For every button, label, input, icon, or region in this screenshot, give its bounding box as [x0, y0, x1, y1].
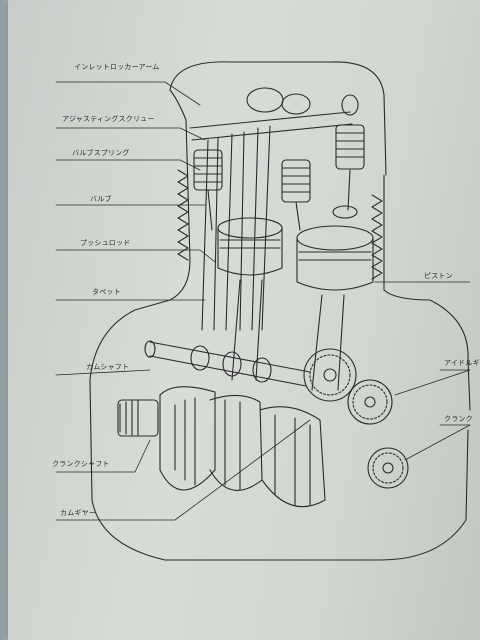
- valve-spring-right: [335, 124, 365, 170]
- label-valve-spring: バルブスプリング: [72, 149, 130, 157]
- label-crankshaft: クランクシャフト: [52, 460, 110, 468]
- label-camshaft: カムシャフト: [86, 363, 130, 371]
- piston-right: [296, 225, 374, 291]
- leader-lines: [55, 81, 471, 521]
- connecting-rods: [231, 279, 345, 391]
- manual-page: [8, 0, 480, 640]
- crank-gear: [367, 447, 409, 489]
- page-edge: [0, 0, 10, 640]
- cooling-fins-left: [177, 169, 189, 261]
- label-cam-gear: カムギヤー: [60, 509, 96, 517]
- rocker-shaft: [189, 111, 353, 141]
- label-idle-gear: アイドルギ: [444, 359, 480, 367]
- cam-gear: [303, 348, 357, 402]
- engine-outline: [89, 61, 471, 561]
- label-push-rod: プッシュロッド: [80, 239, 131, 247]
- label-piston: ピストン: [424, 272, 453, 280]
- label-intake-rocker-arm: インレットロッカーアーム: [74, 63, 160, 71]
- label-crank-gear: クランク: [444, 415, 473, 423]
- camshaft: [144, 340, 311, 387]
- valve-spring-mid: [281, 159, 311, 203]
- push-rods: [201, 125, 271, 331]
- label-adjusting-screw: アジャスティングスクリュー: [62, 115, 155, 123]
- label-tappet: タペット: [92, 288, 121, 296]
- crankshaft: [117, 386, 326, 508]
- idle-gear: [347, 379, 393, 425]
- piston-left: [217, 217, 283, 276]
- label-valve: バルブ: [90, 195, 112, 203]
- cooling-fins-right: [371, 194, 383, 280]
